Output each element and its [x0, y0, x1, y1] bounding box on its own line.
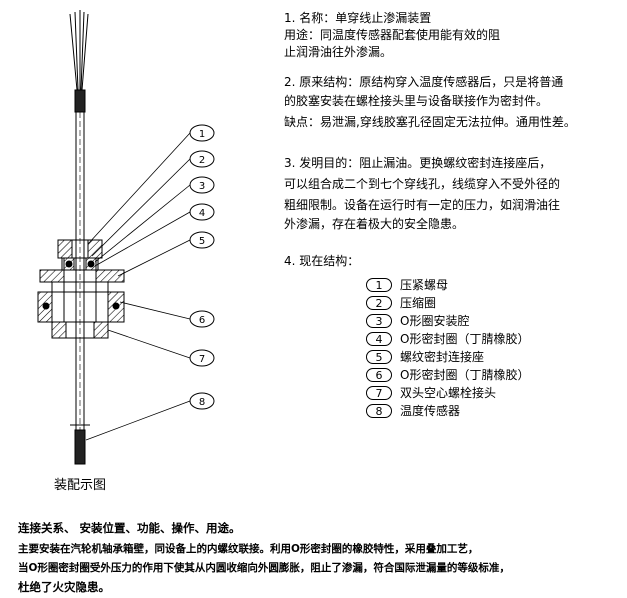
bottom-paragraph-line-2: 当O形圈密封圈受外压力的作用下使其从内圆收缩向外圆膨胀，阻止了渗漏，符合国际泄漏… — [18, 562, 510, 574]
legend-item: 5 螺纹密封连接座 — [366, 348, 484, 366]
legend-number: 3 — [366, 314, 392, 328]
section-3-title: 3. 发明目的：阻止漏油。更换螺纹密封连接座后， — [284, 156, 552, 170]
callout-5: 5 — [199, 236, 205, 247]
sensor-tube — [74, 89, 86, 430]
section-1-title: 1. 名称：单穿线止渗漏装置 — [284, 11, 432, 25]
sensor-tip — [70, 424, 90, 465]
section-2-title: 2. 原来结构：原结构穿入温度传感器后，只是将普通 — [284, 75, 564, 89]
callout-circles — [189, 124, 215, 410]
callout-6: 6 — [199, 315, 205, 326]
legend-label: 螺纹密封连接座 — [400, 350, 485, 364]
legend-label: O形密封圈（丁腈橡胶） — [400, 368, 530, 382]
legend-label: 双头空心螺栓接头 — [400, 386, 497, 400]
legend-number: 5 — [366, 350, 392, 364]
legend-item: 1 压紧螺母 — [366, 276, 448, 294]
section-3-text-2: 粗细限制。设备在运行时有一定的压力，如润滑油往 — [284, 198, 561, 212]
section-3-text-3: 外渗漏，存在着极大的安全隐患。 — [284, 217, 465, 231]
section-2-text: 的胶塞安装在螺栓接头里与设备联接作为密封件。 — [284, 94, 549, 108]
legend-number: 7 — [366, 386, 392, 400]
callout-2: 2 — [199, 155, 205, 166]
legend-label: 压紧螺母 — [400, 278, 449, 292]
callout-3: 3 — [199, 181, 205, 192]
hollow-bolt-joint — [37, 291, 125, 339]
section-2-drawbacks: 缺点：易泄漏,穿线胶塞孔径固定无法拉伸。通用性差。 — [284, 115, 576, 129]
section-4-title: 4. 现在结构： — [284, 254, 360, 268]
section-3-text-1: 可以组合成二个到七个穿线孔，线缆穿入不受外径的 — [284, 177, 561, 191]
callout-8: 8 — [199, 397, 205, 408]
legend-number: 6 — [366, 368, 392, 382]
legend-number: 1 — [366, 278, 392, 292]
legend-item: 6 O形密封圈（丁腈橡胶） — [366, 366, 529, 384]
section-1-usage: 用途：同温度传感器配套使用能有效的阻 — [284, 28, 501, 42]
legend-item: 8 温度传感器 — [366, 402, 460, 420]
legend-number: 2 — [366, 296, 392, 310]
legend-number: 8 — [366, 404, 392, 418]
callout-4: 4 — [199, 208, 205, 219]
legend-label: 温度传感器 — [400, 404, 461, 418]
section-1-usage-cont: 止润滑油往外渗漏。 — [284, 45, 393, 59]
callout-7: 7 — [199, 354, 205, 365]
bottom-paragraph-line-1: 主要安装在汽轮机轴承箱壁，同设备上的内螺纹联接。利用O形密封圈的橡胶特性，采用叠… — [18, 543, 479, 555]
callout-numbers: 1 2 3 4 5 6 7 8 — [199, 129, 205, 408]
bottom-paragraph-line-3: 杜绝了火灾隐患。 — [18, 580, 110, 594]
legend-item: 7 双头空心螺栓接头 — [366, 384, 496, 402]
legend-item: 4 O形密封圈（丁腈橡胶） — [366, 330, 529, 348]
leader-lines — [85, 132, 191, 441]
legend-label: O形圈安装腔 — [400, 314, 470, 328]
legend-item: 2 压缩圈 — [366, 294, 436, 312]
threaded-seal-base — [39, 269, 125, 323]
legend-number: 4 — [366, 332, 392, 346]
sensor-wires — [69, 10, 89, 91]
legend-item: 3 O形圈安装腔 — [366, 312, 469, 330]
legend-label: 压缩圈 — [400, 296, 437, 310]
bottom-heading: 连接关系、 安装位置、功能、操作、用途。 — [18, 521, 241, 535]
callout-1: 1 — [199, 129, 205, 140]
figure-caption: 装配示图 — [54, 478, 107, 493]
legend-label: O形密封圈（丁腈橡胶） — [400, 332, 530, 346]
